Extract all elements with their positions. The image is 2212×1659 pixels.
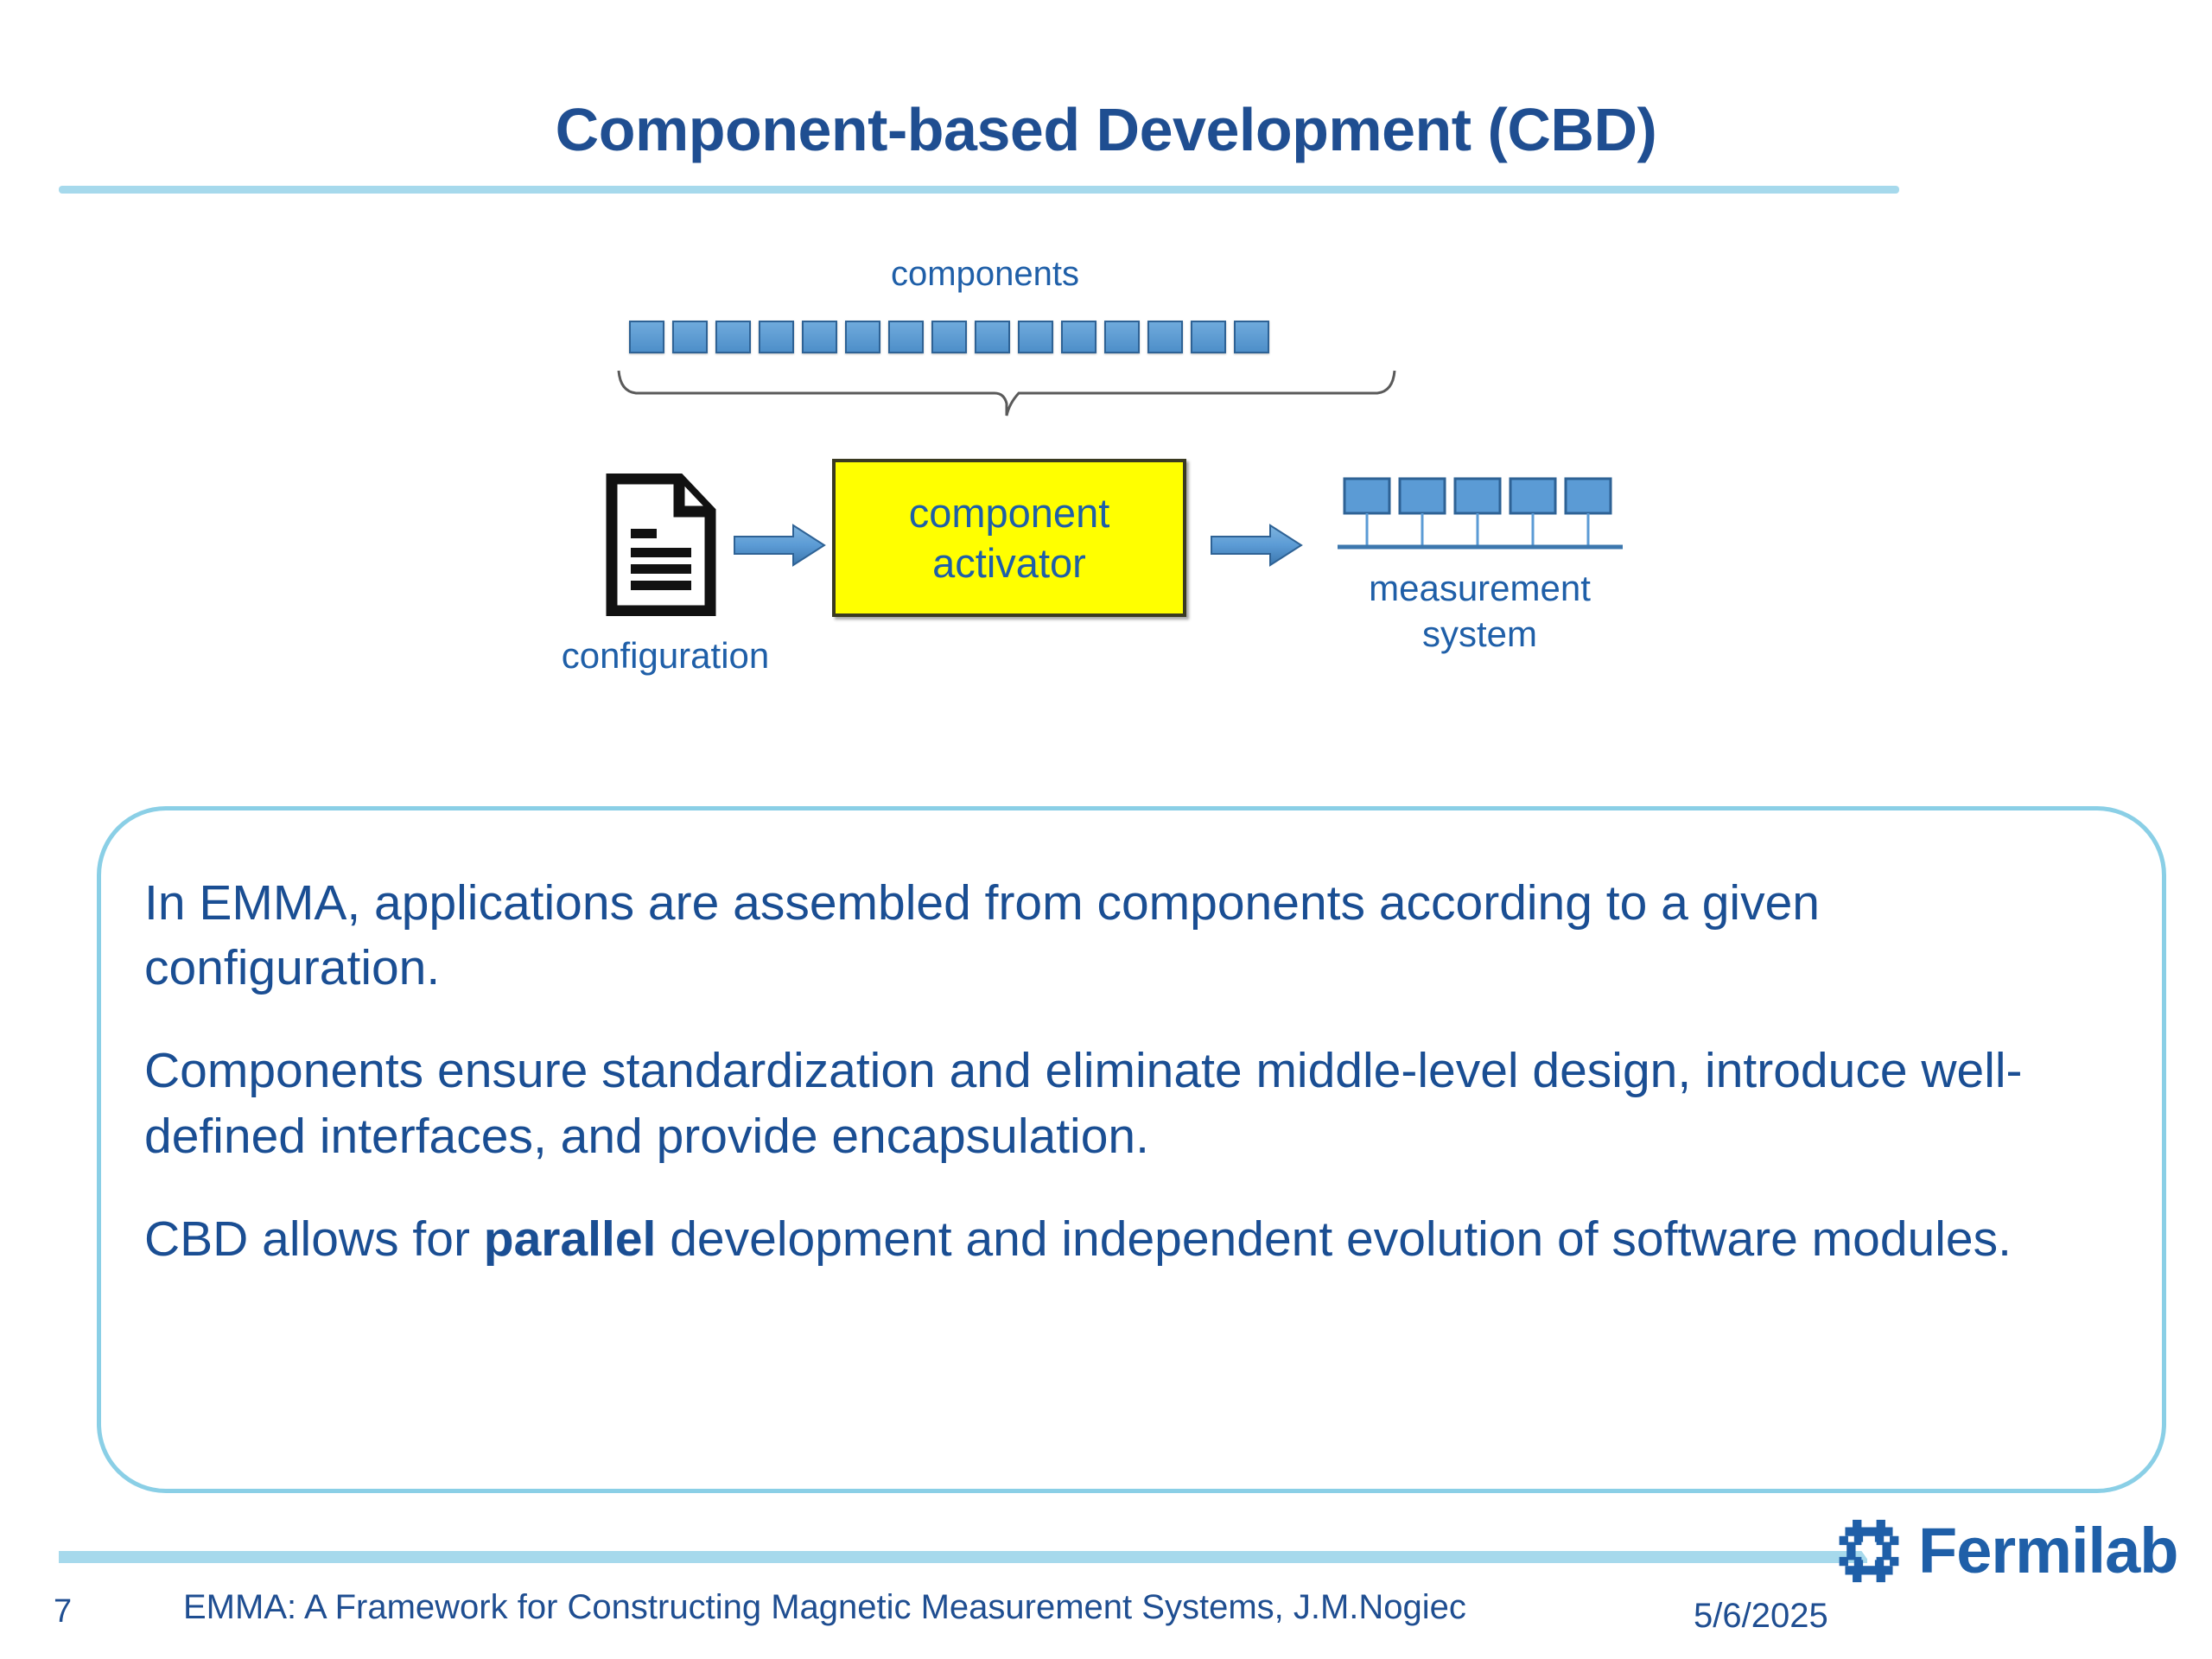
component-square	[1147, 321, 1183, 353]
document-icon	[606, 474, 716, 616]
component-square	[759, 321, 794, 353]
configuration-label: configuration	[561, 635, 770, 676]
page-title: Component-based Development (CBD)	[555, 96, 1657, 163]
footer-divider	[59, 1551, 1867, 1563]
arrow-right-icon	[734, 524, 826, 567]
fermilab-wordmark: Fermilab	[1918, 1515, 2178, 1586]
component-square	[672, 321, 708, 353]
component-square	[1234, 321, 1269, 353]
fermilab-logo: Fermilab	[1832, 1514, 2178, 1588]
fermilab-mark-icon	[1839, 1519, 1899, 1583]
curly-brace-icon	[617, 370, 1396, 416]
page-number: 7	[54, 1593, 73, 1630]
panel-paragraph-2: Components ensure standardization and el…	[144, 1039, 2110, 1168]
component-square	[888, 321, 924, 353]
title-divider	[59, 186, 1899, 194]
component-activator-box: component activator	[832, 459, 1186, 617]
panel-paragraph-1: In EMMA, applications are assembled from…	[144, 871, 2110, 1001]
paragraph-1-text: In EMMA, applications are assembled from…	[144, 875, 1820, 996]
measurement-system-label: measurement system	[1331, 566, 1629, 657]
footer-title-text: EMMA: A Framework for Constructing Magne…	[183, 1588, 1466, 1626]
footer-date: 5/6/2025	[1694, 1597, 1828, 1635]
component-square	[1104, 321, 1140, 353]
paragraph-3-emphasis: parallel	[483, 1211, 657, 1267]
activator-label-line1: component	[908, 489, 1110, 536]
summary-text-panel: In EMMA, applications are assembled from…	[97, 806, 2166, 1493]
component-square	[931, 321, 967, 353]
measurement-label-line1: measurement	[1369, 568, 1591, 608]
paragraph-3-post: development and independent evolution of…	[656, 1211, 2012, 1267]
components-strip	[629, 321, 1269, 353]
measurement-system-icon	[1338, 477, 1623, 550]
paragraph-3-pre: CBD allows for	[144, 1211, 484, 1267]
component-square	[715, 321, 751, 353]
components-label: components	[891, 255, 1079, 293]
activator-label-line2: activator	[932, 539, 1086, 586]
component-square	[975, 321, 1010, 353]
component-square	[802, 321, 837, 353]
measurement-label-line2: system	[1421, 613, 1537, 654]
component-square	[845, 321, 880, 353]
component-square	[1018, 321, 1053, 353]
component-square	[1061, 321, 1096, 353]
component-square	[1191, 321, 1226, 353]
paragraph-2-text: Components ensure standardization and el…	[144, 1043, 2023, 1164]
component-square	[629, 321, 664, 353]
arrow-right-icon	[1211, 524, 1303, 567]
panel-paragraph-3: CBD allows for parallel development and …	[144, 1207, 2110, 1272]
